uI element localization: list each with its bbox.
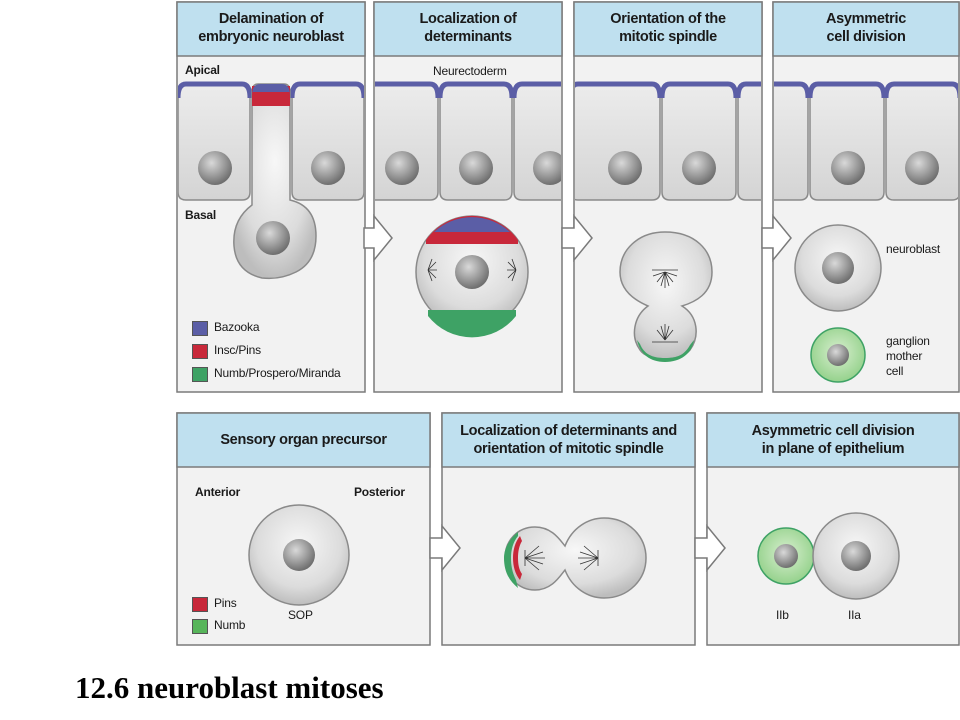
panel-1-header	[176, 1, 366, 57]
legend-numb-label: Numb	[214, 618, 246, 632]
bazooka-swatch	[192, 321, 208, 336]
iia-cell	[812, 512, 900, 600]
legend-pins-label: Pins	[214, 596, 237, 610]
pins-swatch	[192, 597, 208, 612]
ganglion-mother-cell	[810, 327, 866, 383]
bottom-arrows	[429, 523, 726, 573]
panel-5-header	[176, 412, 431, 468]
neurectoderm-label: Neurectoderm	[433, 64, 507, 78]
panel-1-epithelium	[178, 81, 364, 201]
legend-bazooka-label: Bazooka	[214, 320, 260, 334]
numb-prospero-miranda-swatch	[192, 367, 208, 382]
delaminating-neuroblast	[233, 83, 317, 280]
top-arrows	[363, 213, 792, 263]
neuroblast-localization	[415, 215, 529, 338]
panel-3-epithelium	[575, 81, 761, 201]
panel-2-header	[373, 1, 563, 57]
legend-numb-prospero-miranda-label: Numb/Prospero/Miranda	[214, 366, 341, 380]
insc-pins-swatch	[192, 344, 208, 359]
panel-4-epithelium	[774, 81, 958, 201]
figure-caption: 12.6 neuroblast mitoses	[75, 670, 384, 705]
basal-label: Basal	[185, 208, 217, 222]
arrow-2-3	[561, 213, 593, 263]
legend-insc-pins-label: Insc/Pins	[214, 343, 261, 357]
panel-7-header	[706, 412, 960, 468]
anterior-label: Anterior	[195, 485, 241, 499]
arrow-1-2	[363, 213, 393, 263]
panel-5-title: Sensory organ precursor	[220, 432, 387, 448]
neuroblast-spindle	[619, 231, 713, 362]
panel-4-header	[772, 1, 960, 57]
panel-2-epithelium	[375, 81, 561, 201]
numb-swatch	[192, 619, 208, 634]
iib-cell	[757, 527, 815, 585]
arrow-5-6	[429, 523, 461, 573]
iib-label: IIb	[776, 608, 789, 622]
neuroblast-daughter	[794, 224, 882, 312]
sop-cell	[248, 504, 350, 606]
posterior-label: Posterior	[354, 485, 405, 499]
panel-3-header	[573, 1, 763, 57]
sop-dividing-cell	[504, 517, 647, 599]
arrow-3-4	[761, 213, 792, 263]
sop-label: SOP	[288, 608, 313, 622]
apical-label: Apical	[185, 63, 220, 77]
panel-6-header	[441, 412, 696, 468]
neuroblast-label: neuroblast	[886, 242, 941, 256]
bazooka-crescent	[252, 84, 290, 96]
iia-label: IIa	[848, 608, 861, 622]
arrow-6-7	[694, 523, 726, 573]
